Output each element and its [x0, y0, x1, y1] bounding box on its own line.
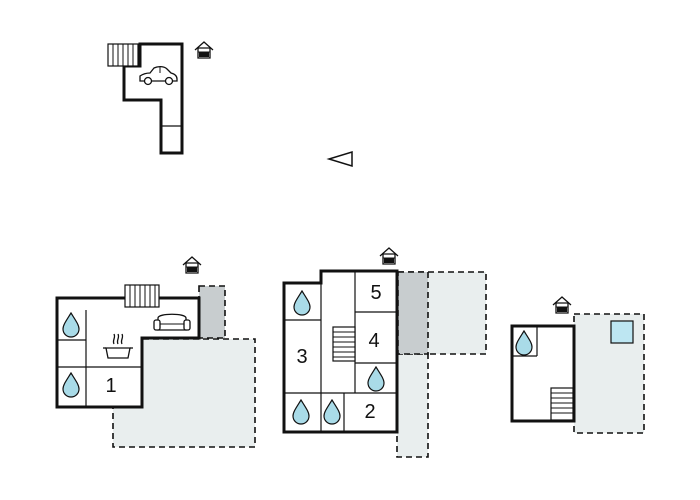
first-floor-terrace-bottom: [396, 353, 429, 458]
annex-entrance-icon: [552, 296, 572, 314]
ground-floor-outline: [55, 296, 201, 409]
ground-floor: 1: [55, 256, 256, 448]
garage-staircase-icon: [107, 43, 139, 67]
first-floor: 5 3 4 2: [282, 247, 487, 458]
ground-staircase-icon: [124, 284, 160, 308]
sofa-icon: [153, 313, 191, 331]
annex-staircase-icon: [550, 387, 574, 421]
room-number-5: 5: [370, 282, 381, 304]
first-floor-entrance-icon: [379, 247, 399, 265]
room-number-4: 4: [368, 330, 379, 352]
first-floor-balcony: [397, 271, 429, 355]
first-floor-staircase-icon: [332, 326, 356, 362]
room-number-3: 3: [296, 346, 307, 368]
room-number-2: 2: [364, 401, 375, 423]
car-icon: [139, 65, 178, 86]
annex: [510, 296, 645, 434]
room-number-1: 1: [105, 375, 116, 397]
garage-entrance-icon: [194, 41, 214, 59]
north-arrow-icon: [326, 150, 353, 168]
ground-entrance-icon: [182, 256, 202, 274]
stove-icon: [103, 333, 133, 359]
garage-block: [107, 41, 214, 155]
pool-icon: [610, 320, 634, 344]
ground-balcony: [198, 285, 226, 339]
